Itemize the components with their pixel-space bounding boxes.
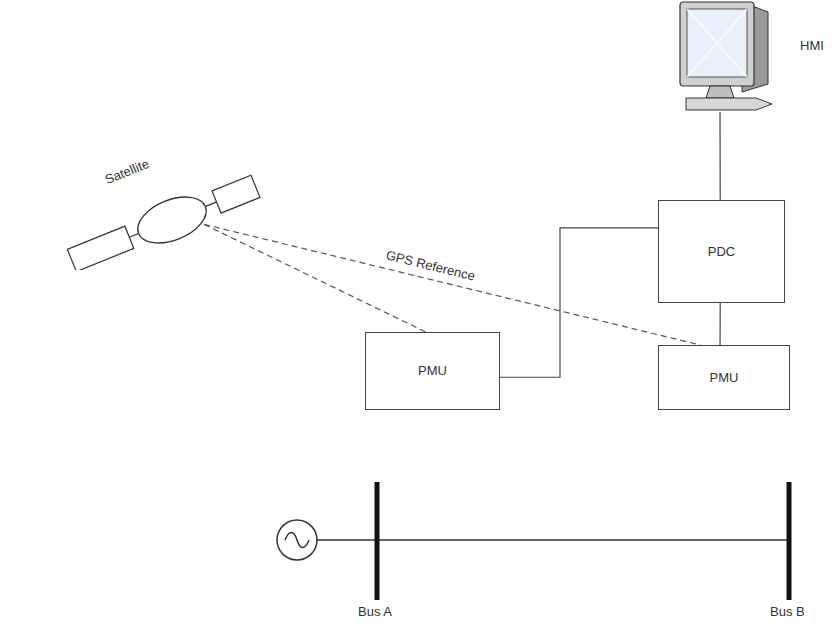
node-label: Satellite <box>101 155 153 188</box>
edge-label: GPS Reference <box>383 247 479 284</box>
node-label: HMI <box>800 38 824 54</box>
data-link <box>720 303 721 345</box>
satellite-node: Satellite <box>60 150 275 270</box>
bus-label: Bus B <box>770 604 805 619</box>
box-label: PDC <box>708 244 735 260</box>
gps-link <box>204 224 426 332</box>
hmi-node: HMI <box>676 0 836 112</box>
box-label: PMU <box>418 363 447 379</box>
bus-bar <box>787 482 792 600</box>
bus-bar <box>375 482 380 600</box>
data-link <box>500 228 658 377</box>
pmu-box: PMU <box>658 345 790 410</box>
pdc-box: PDC <box>658 200 785 303</box>
generator-symbol <box>277 520 317 560</box>
satellite-icon <box>60 150 275 270</box>
transmission-line <box>317 539 789 541</box>
data-link <box>720 112 721 200</box>
monitor-icon <box>676 0 776 112</box>
gps-link <box>204 224 700 345</box>
bus-label: Bus A <box>358 604 392 619</box>
box-label: PMU <box>710 370 739 386</box>
pmu-box: PMU <box>365 332 500 410</box>
